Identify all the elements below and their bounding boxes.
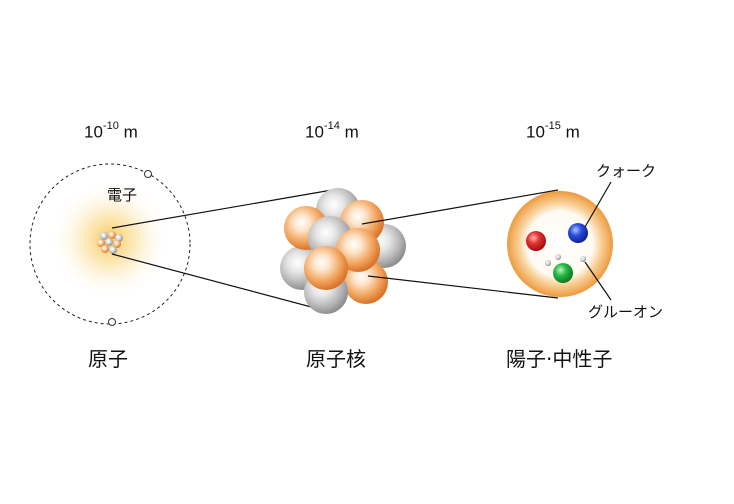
nucleon-scale-exp: -15 (544, 120, 561, 132)
atom-scale-base: 10 (84, 122, 103, 142)
quark-green (553, 263, 573, 283)
zoom-line-top-1 (111, 189, 333, 229)
atom-scale-label: 10-10 m (84, 120, 138, 143)
gluon-1 (545, 260, 551, 266)
atom-title: 原子 (88, 347, 128, 371)
nucleus-scale-base: 10 (305, 122, 324, 142)
zoom-line-top-2 (361, 189, 559, 225)
nucleus-scale-label: 10-14 m (305, 120, 359, 143)
electron-bottom (108, 318, 116, 326)
nucleus-scale-exp: -14 (323, 120, 340, 132)
atom-group (29, 163, 191, 326)
atom-scale-unit: m (123, 122, 138, 142)
nucleus-group (280, 188, 406, 314)
nucleon-group (507, 181, 613, 301)
electron-label: 電子 (107, 186, 138, 204)
quark-blue (568, 223, 588, 243)
nucleus-scale-unit: m (344, 122, 359, 142)
gluon-2 (555, 254, 561, 260)
nucleus-title: 原子核 (306, 347, 366, 371)
nucleon-scale-unit: m (565, 122, 580, 142)
nucleon-scale-base: 10 (526, 122, 545, 142)
electron-top (144, 170, 152, 178)
gluon-3 (580, 256, 586, 262)
nucleon-scale-label: 10-15 m (526, 120, 580, 143)
quark-pointer (584, 181, 612, 228)
zoom-line-bottom-1 (111, 253, 331, 313)
quark-label: クォーク (596, 162, 657, 180)
nucleon-title: 陽子·中性子 (506, 347, 613, 371)
gluon-label: グルーオン (588, 303, 664, 321)
zoom-line-bottom-2 (367, 275, 559, 299)
nucleon-body (507, 191, 613, 297)
atom-scale-exp: -10 (102, 120, 119, 132)
gluon-pointer (584, 261, 612, 301)
mini-nucleus (97, 231, 123, 254)
quark-red (526, 231, 546, 251)
electron-orbit (29, 163, 191, 325)
